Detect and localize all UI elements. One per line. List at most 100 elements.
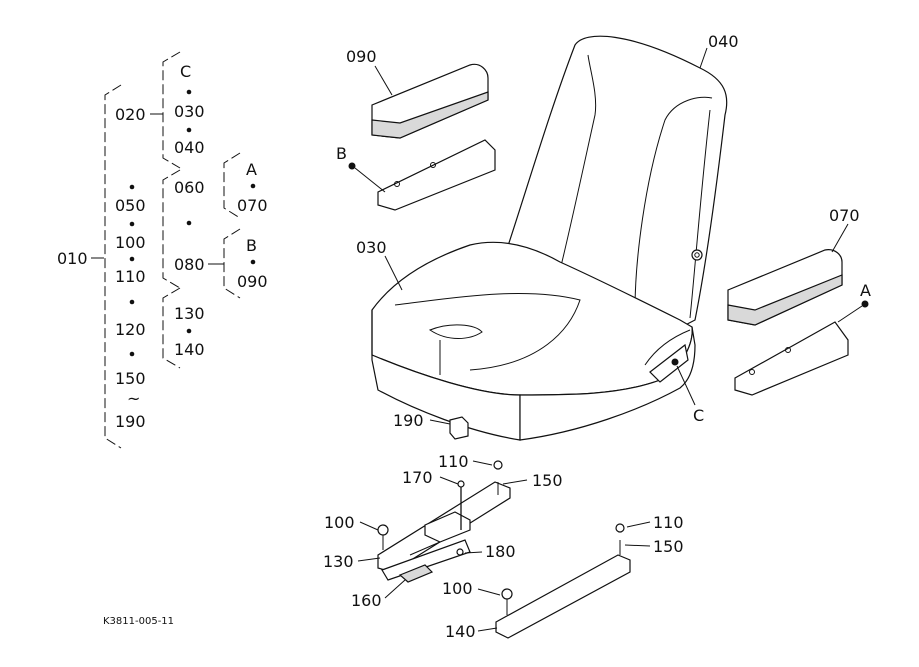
seat-cushion-side xyxy=(519,326,696,441)
nut-110 xyxy=(493,460,503,470)
leader-110b xyxy=(626,521,651,528)
armrest-right xyxy=(727,249,869,396)
rail-left-lower xyxy=(381,539,471,581)
leader-line xyxy=(837,305,863,323)
tree-dot xyxy=(129,299,135,305)
armrest-right-base xyxy=(727,274,843,326)
tree-dot xyxy=(186,89,192,95)
tree-item-140: 140 xyxy=(174,340,205,359)
tree-item-090: 090 xyxy=(237,272,268,291)
tree-item-110: 110 xyxy=(115,267,146,286)
seat-back-side xyxy=(689,109,711,319)
leader-110a xyxy=(472,460,493,466)
slide-rail-right xyxy=(495,523,631,639)
tree-dot xyxy=(129,256,135,262)
bracket-hole xyxy=(430,162,436,168)
bracket-hole xyxy=(394,181,400,187)
seat-cushion-seam xyxy=(394,293,581,371)
leader-070 xyxy=(831,223,849,253)
leader-100b xyxy=(477,588,501,596)
tree-item-020: 020 xyxy=(115,105,146,124)
rail-lever-160 xyxy=(398,564,434,583)
tree-item-060: 060 xyxy=(174,178,205,197)
leader-180 xyxy=(464,551,483,554)
tree-item-030: 030 xyxy=(174,102,205,121)
callout-170: 170 xyxy=(402,468,433,487)
parts-hierarchy-tree: 010 020 C 030 040 050 060 080 A 070 B 09… xyxy=(57,51,268,449)
callout-ref-a: A xyxy=(860,281,871,300)
callout-ref-c: C xyxy=(693,406,704,425)
leader-160 xyxy=(384,579,406,599)
callout-110a: 110 xyxy=(438,452,469,471)
leader-130 xyxy=(357,557,381,562)
callout-030: 030 xyxy=(356,238,387,257)
tree-item-190: 190 xyxy=(115,412,146,431)
tree-bracket-070 xyxy=(223,152,241,219)
leader-150a xyxy=(502,479,528,485)
rail-spring xyxy=(409,541,441,556)
callout-leaders xyxy=(357,47,849,632)
callout-090: 090 xyxy=(346,47,377,66)
tree-item-050: 050 xyxy=(115,196,146,215)
nut-100 xyxy=(377,524,389,536)
leader-150b xyxy=(624,544,651,547)
callout-labels: 040 090 B 030 070 A C 190 110 170 150 10… xyxy=(323,32,871,641)
tree-item-130: 130 xyxy=(174,304,205,323)
leader-170 xyxy=(439,476,459,485)
seat-back-seam xyxy=(634,96,713,311)
tree-bracket-060 xyxy=(162,169,181,289)
seat-back-seam xyxy=(559,54,597,271)
tree-dot xyxy=(186,220,192,226)
tree-item-120: 120 xyxy=(115,320,146,339)
part-180 xyxy=(456,548,464,556)
tree-bracket-090 xyxy=(223,228,241,299)
ref-a-dot xyxy=(861,300,869,308)
seat-cushion-hinge xyxy=(644,329,691,366)
tree-item-040: 040 xyxy=(174,138,205,157)
seat-back-knob xyxy=(691,249,703,261)
leader-140 xyxy=(477,627,498,632)
slide-rail-left xyxy=(377,460,511,583)
leader-030 xyxy=(384,255,403,291)
tree-item-100: 100 xyxy=(115,233,146,252)
tree-ref-b: B xyxy=(246,236,257,255)
armrest-left-base xyxy=(371,91,489,139)
tree-dot xyxy=(186,127,192,133)
callout-150b: 150 xyxy=(653,537,684,556)
ref-b-dot xyxy=(348,162,356,170)
tree-item-150: 150 xyxy=(115,369,146,388)
leader-040 xyxy=(699,47,708,69)
leader-line xyxy=(354,167,386,193)
callout-140: 140 xyxy=(445,622,476,641)
seat-hinge-bracket xyxy=(649,343,689,383)
part-190-block xyxy=(449,416,469,440)
tree-ref-a: A xyxy=(246,160,257,179)
nut-100 xyxy=(501,588,513,600)
tree-dot xyxy=(250,259,256,265)
callout-070: 070 xyxy=(829,206,860,225)
tree-item-070: 070 xyxy=(237,196,268,215)
leader-c xyxy=(676,365,696,406)
tree-bracket-020 xyxy=(162,51,181,169)
seat-cushion xyxy=(371,241,696,441)
tree-bracket-root xyxy=(104,84,122,449)
tree-dot xyxy=(250,183,256,189)
callout-100a: 100 xyxy=(324,513,355,532)
part-190 xyxy=(429,416,469,440)
tree-dot xyxy=(129,351,135,357)
bracket-hole xyxy=(749,369,755,375)
tree-dot xyxy=(129,221,135,227)
catalog-code: K3811-005-11 xyxy=(103,616,174,627)
seat-back-knob-center xyxy=(694,252,700,258)
leader-090 xyxy=(374,65,393,96)
callout-180: 180 xyxy=(485,542,516,561)
leader-100a xyxy=(359,521,379,531)
callout-100b: 100 xyxy=(442,579,473,598)
seat-cushion-cutout xyxy=(428,324,483,339)
tree-bracket-130 xyxy=(162,287,181,369)
callout-ref-b: B xyxy=(336,144,347,163)
callout-110b: 110 xyxy=(653,513,684,532)
callout-040: 040 xyxy=(708,32,739,51)
